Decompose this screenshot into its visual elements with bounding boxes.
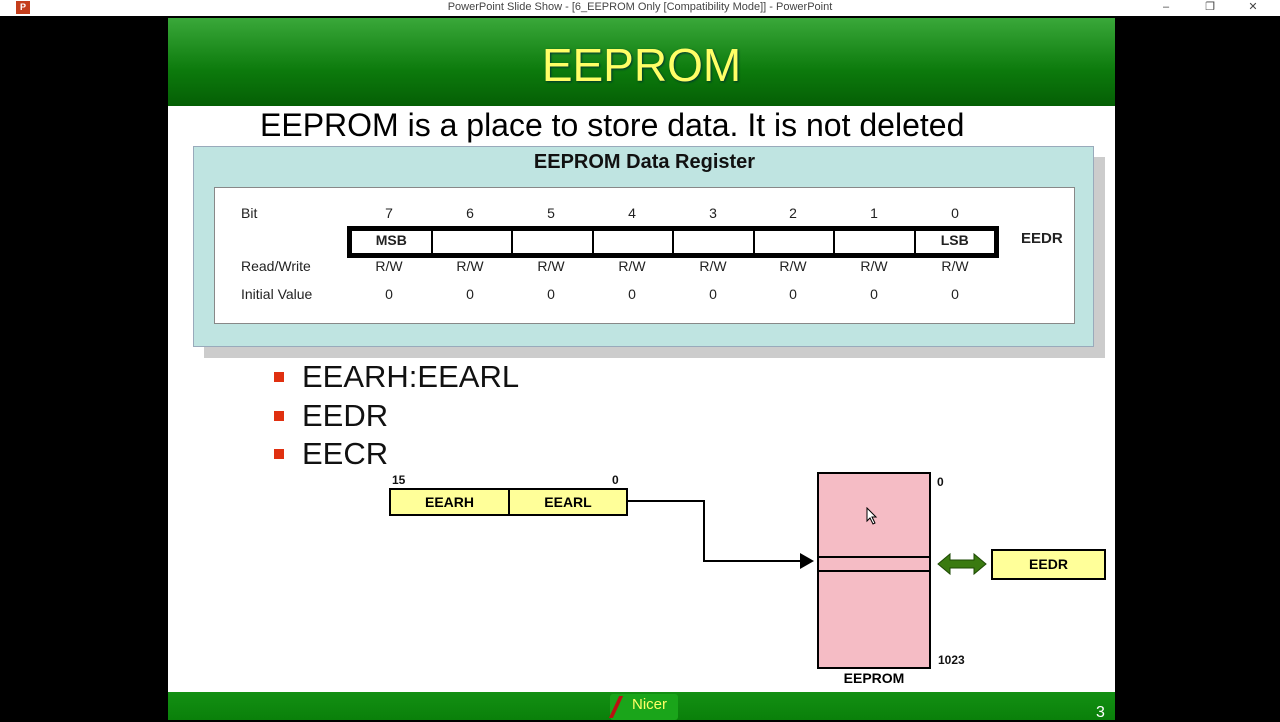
rw-value: R/W [699, 258, 727, 274]
bit-cell [755, 231, 835, 253]
bullet-eedr: EEDR [302, 398, 389, 433]
initial-value: 0 [466, 286, 474, 302]
eearl-register: EEARL [508, 488, 628, 516]
bit-number: 0 [951, 205, 959, 221]
rw-value: R/W [779, 258, 807, 274]
rw-value: R/W [375, 258, 403, 274]
bit-cell: MSB [352, 231, 433, 253]
powerpoint-app-icon: P [16, 1, 30, 14]
logo: Nicer [608, 694, 678, 720]
slide-header [168, 18, 1115, 106]
bit-number: 4 [628, 205, 636, 221]
bit-number: 1 [870, 205, 878, 221]
eeprom-memory-block [817, 472, 931, 669]
eearh-register: EEARH [389, 488, 510, 516]
rw-value: R/W [618, 258, 646, 274]
initial-value: 0 [385, 286, 393, 302]
minimize-button[interactable]: – [1162, 1, 1170, 13]
rw-value: R/W [941, 258, 969, 274]
bit-number: 2 [789, 205, 797, 221]
slide-title: EEPROM [541, 39, 742, 91]
bit-cell: LSB [940, 232, 969, 248]
initial-value: 0 [951, 286, 959, 302]
row-label-init: Initial Value [241, 286, 313, 302]
bit-cell [433, 231, 513, 253]
initial-value: 0 [789, 286, 797, 302]
double-arrow-icon [937, 552, 987, 576]
bit-cell [835, 231, 916, 253]
address-arrow [628, 500, 814, 569]
mouse-cursor-icon [866, 507, 878, 525]
row-label-bit: Bit [241, 205, 258, 221]
arrow-head-icon [800, 553, 814, 569]
bit-cell [513, 231, 594, 253]
logo-text: Nicer [632, 696, 668, 713]
bullet-icon [274, 449, 284, 459]
slide-number: 3 [1096, 704, 1105, 721]
bit-number: 6 [466, 205, 474, 221]
mem-top-address: 0 [937, 475, 944, 489]
bullet-icon [274, 411, 284, 421]
initial-value: 0 [547, 286, 555, 302]
bit-number: 3 [709, 205, 717, 221]
restore-button[interactable]: ❐ [1205, 1, 1215, 13]
eedr-register-popup: EEPROM Data Register Bit Read/Write Init… [193, 146, 1094, 347]
bullet-icon [274, 372, 284, 382]
register-name: EEDR [1021, 230, 1063, 247]
row-label-rw: Read/Write [241, 258, 311, 274]
rw-value: R/W [456, 258, 484, 274]
register-bits: MSB LSB [347, 226, 999, 258]
eeprom-label: EEPROM [843, 670, 905, 686]
bit-number: 5 [547, 205, 555, 221]
bit-15-label: 15 [392, 473, 406, 487]
popup-title: EEPROM Data Register [533, 151, 756, 173]
bullet-eear: EEARH:EEARL [302, 359, 520, 394]
logo-mark-icon [608, 696, 634, 718]
body-text: EEPROM is a place to store data. It is n… [260, 107, 965, 143]
window-titlebar: PowerPoint Slide Show - [6_EEPROM Only [… [0, 0, 1280, 16]
eedr-register: EEDR [991, 549, 1106, 580]
register-table: Bit Read/Write Initial Value MSB LSB EEDR… [214, 187, 1075, 324]
bullet-eecr: EECR [302, 436, 389, 471]
bit-number: 7 [385, 205, 393, 221]
rw-value: R/W [537, 258, 565, 274]
memory-cell [819, 556, 929, 572]
slide[interactable]: EEPROM EEPROM is a place to store data. … [168, 18, 1115, 721]
bit-cell [594, 231, 674, 253]
window-title: PowerPoint Slide Show - [6_EEPROM Only [… [447, 1, 833, 13]
rw-value: R/W [860, 258, 888, 274]
mem-bottom-address: 1023 [938, 653, 965, 667]
initial-value: 0 [870, 286, 878, 302]
initial-value: 0 [709, 286, 717, 302]
initial-value: 0 [628, 286, 636, 302]
close-button[interactable]: ✕ [1248, 1, 1258, 13]
bit-cell [674, 231, 755, 253]
bit-0-label: 0 [612, 473, 619, 487]
